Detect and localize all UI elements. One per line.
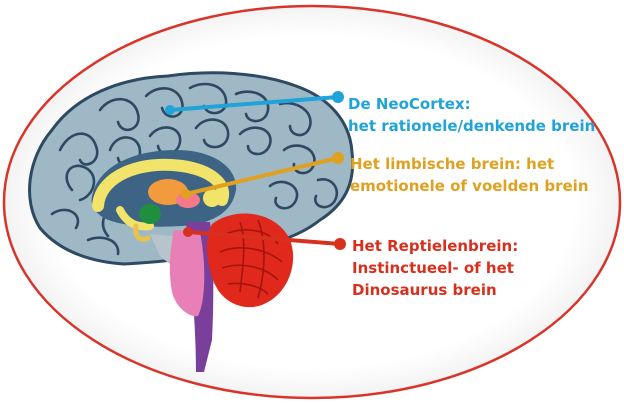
pointer-limbic-dot-end <box>332 152 344 164</box>
pointer-limbic-dot-start <box>181 189 191 199</box>
label-limbic: Het limbische brein: het emotionele of v… <box>350 153 589 197</box>
label-reptilian-line2: Instinctueel- of het <box>352 257 518 279</box>
label-limbic-line2: emotionele of voelden brein <box>350 175 589 197</box>
label-neocortex-line2: het rationele/denkende brein <box>348 115 595 137</box>
pointer-neocortex-dot-start <box>165 105 175 115</box>
amygdala <box>139 204 161 224</box>
label-reptilian-line1: Het Reptielenbrein: <box>352 235 518 257</box>
pointer-neocortex-dot-end <box>332 91 344 103</box>
pineal <box>203 189 221 207</box>
label-reptilian-line3: Dinosaurus brein <box>352 279 518 301</box>
pointer-reptilian-dot-start <box>183 227 193 237</box>
label-neocortex: De NeoCortex: het rationele/denkende bre… <box>348 93 595 137</box>
pointer-reptilian-dot-end <box>334 238 346 250</box>
label-neocortex-line1: De NeoCortex: <box>348 93 595 115</box>
label-reptilian: Het Reptielenbrein: Instinctueel- of het… <box>352 235 518 301</box>
label-limbic-line1: Het limbische brein: het <box>350 153 589 175</box>
